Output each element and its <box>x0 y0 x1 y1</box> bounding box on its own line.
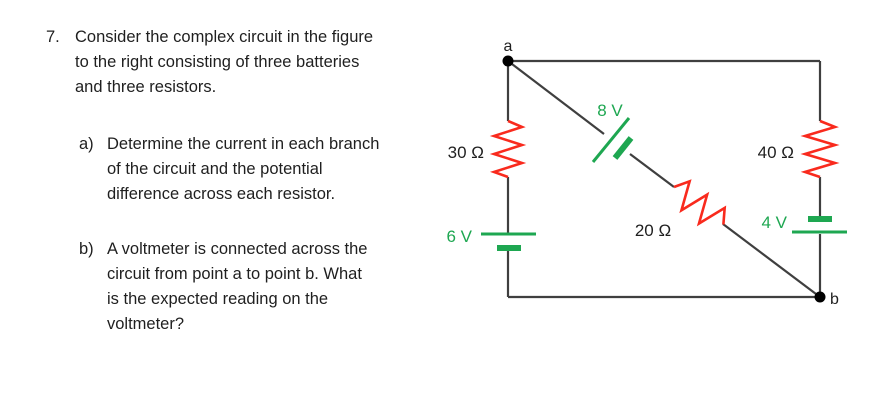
part-b: b) A voltmeter is connected across the c… <box>79 237 367 337</box>
circuit-nodes <box>502 55 826 303</box>
resistor-20ohm-label: 20 Ω <box>635 221 671 240</box>
node-a-label: a <box>504 38 513 55</box>
resistor-40ohm <box>800 119 840 179</box>
part-b-text: A voltmeter is connected across the circ… <box>107 240 368 333</box>
diagonal-wire-3 <box>722 223 821 298</box>
problem-intro-text: Consider the complex circuit in the figu… <box>75 28 374 96</box>
circuit-batteries <box>481 117 847 251</box>
resistor-20ohm <box>673 179 727 227</box>
battery-6v <box>481 232 536 251</box>
resistor-40ohm-label: 40 Ω <box>758 143 794 162</box>
problem-statement: 7. Consider the complex circuit in the f… <box>46 25 373 100</box>
part-a-text: Determine the current in each branch of … <box>107 135 380 203</box>
green-labels: 6 V 8 V 4 V <box>446 101 787 246</box>
black-labels: a b 30 Ω 40 Ω 20 Ω <box>448 38 839 308</box>
diagonal-wire-1 <box>507 60 605 135</box>
node-a-dot <box>502 55 514 67</box>
battery-6v-label: 6 V <box>446 227 472 246</box>
problem-number: 7. <box>46 28 60 46</box>
part-b-label: b) <box>79 240 94 258</box>
diagonal-wire-2 <box>629 153 675 188</box>
part-a-label: a) <box>79 135 94 153</box>
node-b-dot <box>814 291 826 303</box>
battery-8v-plate-long <box>591 117 631 163</box>
resistor-30ohm <box>489 119 527 179</box>
battery-8v-label: 8 V <box>597 101 623 120</box>
battery-8v-plate-short <box>612 136 634 160</box>
part-a: a) Determine the current in each branch … <box>79 132 379 207</box>
battery-4v-label: 4 V <box>761 213 787 232</box>
battery-4v <box>792 216 847 234</box>
battery-8v <box>591 117 634 163</box>
circuit-wires <box>506 59 822 299</box>
circuit-resistors <box>489 119 840 227</box>
resistor-30ohm-label: 30 Ω <box>448 143 484 162</box>
node-b-label: b <box>830 291 839 308</box>
